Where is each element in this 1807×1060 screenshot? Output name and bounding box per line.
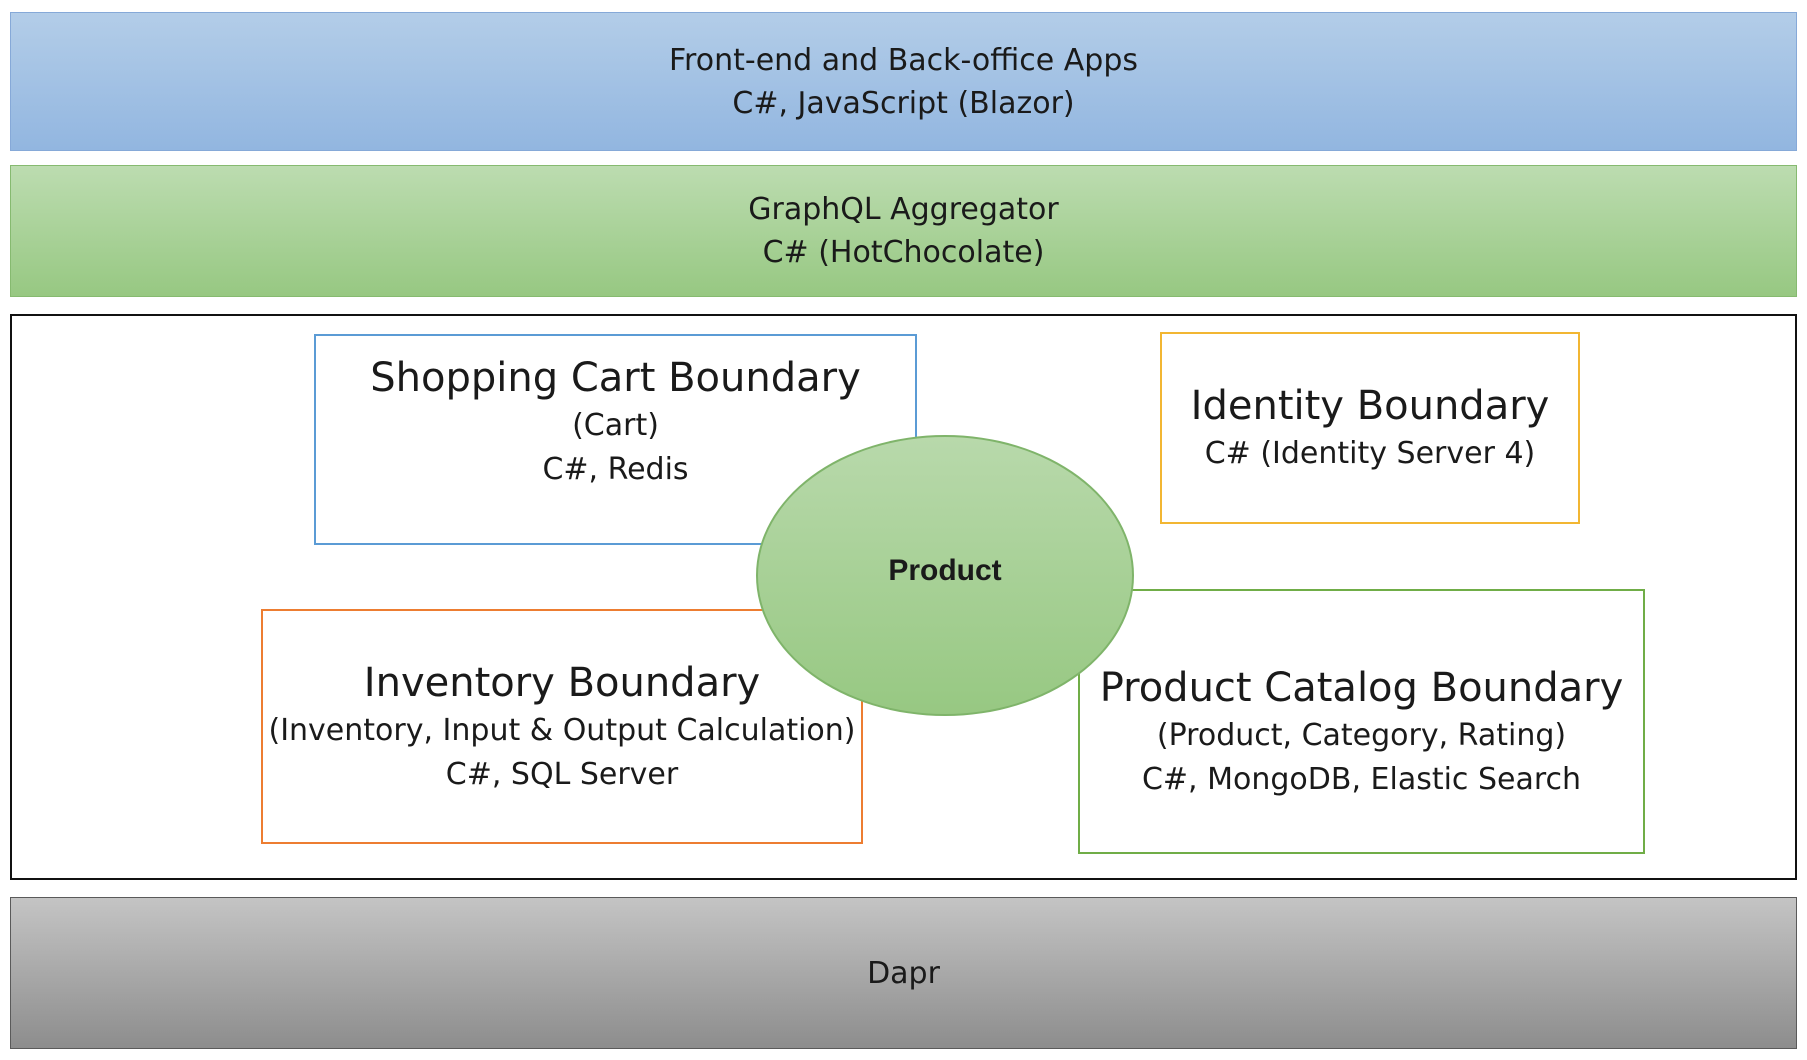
shopping-cart-boundary-tech: C#, Redis [542,451,689,487]
dapr-layer: Dapr [10,897,1797,1049]
frontend-apps-title: Front-end and Back-office Apps [668,42,1139,78]
product-catalog-boundary-tech: C#, MongoDB, Elastic Search [1141,761,1582,797]
frontend-apps-layer: Front-end and Back-office Apps C#, JavaS… [10,12,1797,151]
inventory-boundary-title: Inventory Boundary [363,659,761,706]
identity-boundary-title: Identity Boundary [1190,383,1550,429]
dapr-label: Dapr [867,955,940,991]
inventory-boundary: Inventory Boundary (Inventory, Input & O… [261,609,863,844]
product-shared-entity-ellipse: Product [756,435,1134,716]
inventory-boundary-entities: (Inventory, Input & Output Calculation) [268,712,856,748]
inventory-boundary-tech: C#, SQL Server [445,756,679,792]
graphql-aggregator-layer: GraphQL Aggregator C# (HotChocolate) [10,165,1797,297]
shopping-cart-boundary: Shopping Cart Boundary (Cart) C#, Redis [314,334,917,545]
product-catalog-boundary-title: Product Catalog Boundary [1099,664,1624,711]
identity-boundary: Identity Boundary C# (Identity Server 4) [1160,332,1580,524]
product-catalog-boundary-entities: (Product, Category, Rating) [1156,717,1567,753]
shopping-cart-boundary-entities: (Cart) [572,407,659,443]
shopping-cart-boundary-title: Shopping Cart Boundary [370,354,861,401]
graphql-aggregator-title: GraphQL Aggregator [748,192,1059,227]
graphql-aggregator-tech: C# (HotChocolate) [762,235,1045,270]
product-shared-entity-label: Product [888,553,1002,587]
product-catalog-boundary: Product Catalog Boundary (Product, Categ… [1078,589,1645,854]
identity-boundary-tech: C# (Identity Server 4) [1204,436,1536,471]
frontend-apps-tech: C#, JavaScript (Blazor) [732,85,1075,121]
